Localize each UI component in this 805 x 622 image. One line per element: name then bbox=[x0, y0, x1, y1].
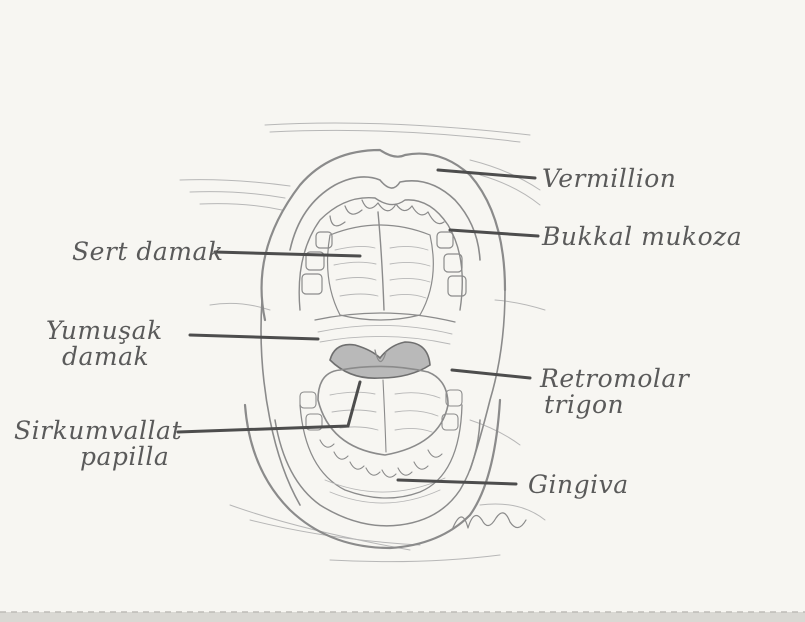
label-sert-damak-text: Sert damak bbox=[72, 239, 224, 265]
label-yumusak-damak-line1: Yumuşak bbox=[46, 318, 163, 344]
label-yumusak-damak-line2: damak bbox=[62, 344, 163, 370]
label-sirkumvallat-line2: papilla bbox=[80, 444, 182, 470]
label-sirkumvallat-line1: Sirkumvallat bbox=[14, 418, 182, 444]
paper-bottom-edge bbox=[0, 612, 805, 622]
label-sirkumvallat-papilla: Sirkumvallat papilla bbox=[14, 418, 182, 471]
label-vermillion-text: Vermillion bbox=[542, 166, 676, 192]
label-gingiva: Gingiva bbox=[528, 472, 629, 498]
label-retromolar-line2: trigon bbox=[544, 392, 689, 418]
label-vermillion: Vermillion bbox=[542, 166, 676, 192]
label-retromolar-trigon: Retromolar trigon bbox=[540, 366, 689, 419]
label-bukkal-mukoza-text: Bukkal mukoza bbox=[542, 224, 742, 250]
label-gingiva-text: Gingiva bbox=[528, 472, 629, 498]
label-retromolar-line1: Retromolar bbox=[540, 366, 689, 392]
label-sert-damak: Sert damak bbox=[72, 239, 224, 265]
label-yumusak-damak: Yumuşak damak bbox=[46, 318, 163, 371]
label-bukkal-mukoza: Bukkal mukoza bbox=[542, 224, 742, 250]
